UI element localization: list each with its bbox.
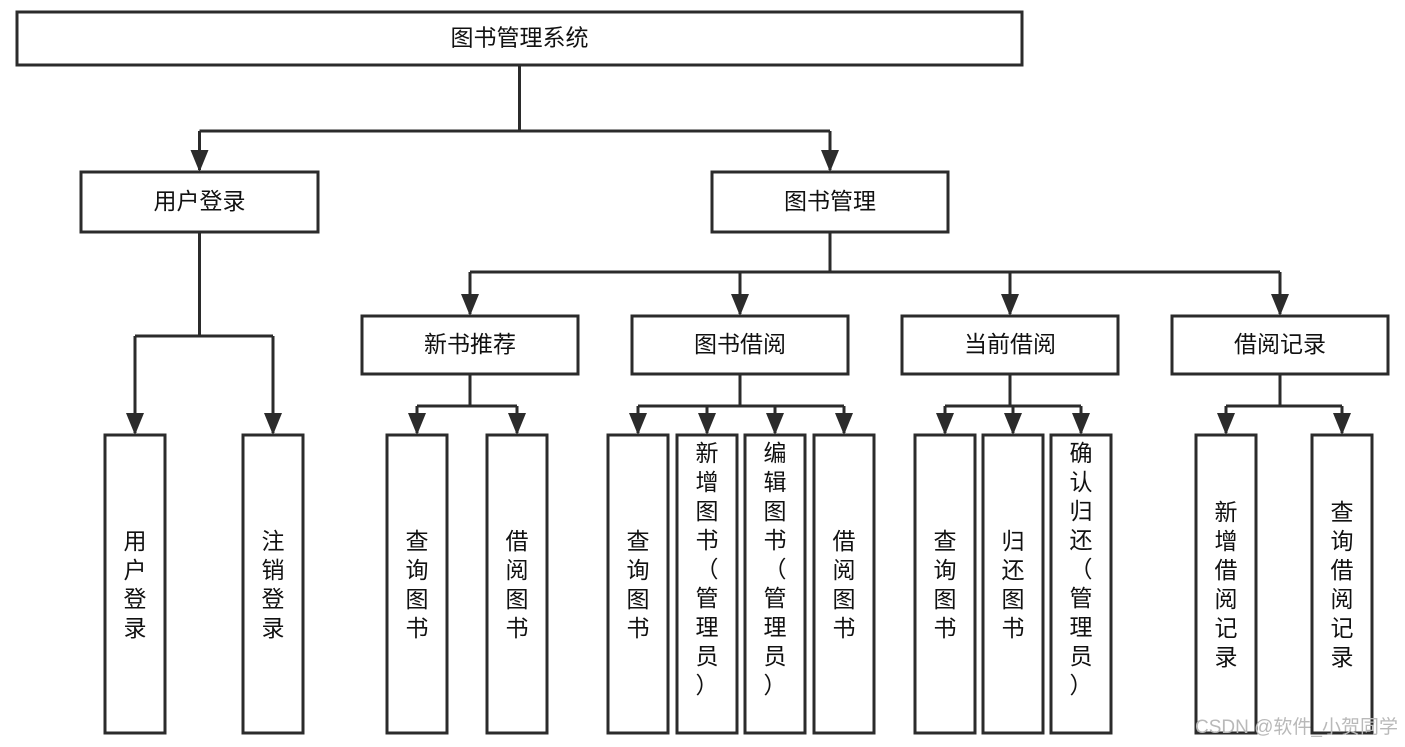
node-user-login[interactable]: 用户登录 — [79, 170, 320, 234]
node-current-borrow-box — [900, 314, 1120, 376]
node-leaf-logout-label: 注销登录 — [262, 528, 285, 641]
node-user-login-box — [79, 170, 320, 234]
arrow-head-icon-level2 — [821, 150, 839, 172]
arrow-head-icon-leaf — [408, 413, 426, 435]
node-book-manage-label: 图书管理 — [784, 188, 876, 214]
node-leaf-query-record-label: 查询借阅记录 — [1331, 499, 1354, 670]
node-borrow-record[interactable]: 借阅记录 — [1170, 314, 1390, 376]
node-leaf-add-record-box — [1194, 433, 1258, 735]
node-layer: 图书管理系统用户登录图书管理新书推荐图书借阅当前借阅借阅记录用户登录注销登录查询… — [15, 10, 1390, 735]
node-leaf-borrow-book-2-label: 借阅图书 — [833, 528, 856, 641]
node-leaf-return-book-box — [981, 433, 1045, 735]
node-leaf-logout[interactable]: 注销登录 — [241, 433, 305, 735]
arrow-head-icon-level3 — [1271, 294, 1289, 316]
node-leaf-query-book-1-label: 查询图书 — [406, 528, 429, 641]
arrow-head-icon-leaf — [264, 413, 282, 435]
node-leaf-query-book-2-label: 查询图书 — [627, 528, 650, 641]
arrow-head-icon-leaf — [1333, 413, 1351, 435]
arrow-head-icon-leaf — [936, 413, 954, 435]
node-current-borrow-label: 当前借阅 — [964, 331, 1056, 357]
node-leaf-logout-box — [241, 433, 305, 735]
node-root-root-box — [15, 10, 1024, 67]
node-book-manage-box — [710, 170, 950, 234]
node-leaf-add-record-label: 新增借阅记录 — [1215, 499, 1238, 670]
node-leaf-confirm-return[interactable]: 确认归还（管理员） — [1049, 433, 1113, 735]
node-leaf-return-book[interactable]: 归还图书 — [981, 433, 1045, 735]
node-book-borrow[interactable]: 图书借阅 — [630, 314, 850, 376]
node-leaf-user-login[interactable]: 用户登录 — [103, 433, 167, 735]
node-leaf-query-book-1-box — [385, 433, 449, 735]
node-leaf-borrow-book-2-box — [812, 433, 876, 735]
arrow-head-icon-leaf — [508, 413, 526, 435]
node-leaf-add-book[interactable]: 新增图书（管理员） — [675, 433, 739, 735]
node-book-borrow-box — [630, 314, 850, 376]
node-new-book-recommend-label: 新书推荐 — [424, 331, 516, 357]
node-leaf-add-book-box — [675, 433, 739, 735]
node-leaf-user-login-box — [103, 433, 167, 735]
node-leaf-query-book-3-box — [913, 433, 977, 735]
arrow-head-icon-leaf — [1004, 413, 1022, 435]
arrow-head-icon-level2 — [190, 150, 209, 172]
node-borrow-record-box — [1170, 314, 1390, 376]
node-leaf-user-login-label: 用户登录 — [124, 528, 147, 641]
arrow-head-icon-leaf — [1217, 413, 1235, 435]
node-leaf-edit-book-box — [743, 433, 807, 735]
node-new-book-recommend-box — [360, 314, 580, 376]
node-leaf-query-record[interactable]: 查询借阅记录 — [1310, 433, 1374, 735]
node-borrow-record-label: 借阅记录 — [1234, 331, 1326, 357]
node-leaf-edit-book-label: 编辑图书（管理员） — [764, 440, 787, 698]
arrow-head-icon-leaf — [629, 413, 647, 435]
connector-layer — [126, 65, 1351, 435]
node-root-root[interactable]: 图书管理系统 — [15, 10, 1024, 67]
arrow-head-icon-leaf — [698, 413, 716, 435]
arrow-head-icon-level3 — [1001, 294, 1019, 316]
node-book-manage[interactable]: 图书管理 — [710, 170, 950, 234]
node-leaf-add-book-label: 新增图书（管理员） — [696, 440, 719, 698]
node-leaf-add-record[interactable]: 新增借阅记录 — [1194, 433, 1258, 735]
node-leaf-confirm-return-label: 确认归还（管理员） — [1070, 440, 1093, 698]
node-user-login-label: 用户登录 — [154, 188, 246, 214]
node-leaf-borrow-book-1-label: 借阅图书 — [506, 528, 529, 641]
node-leaf-query-book-2-box — [606, 433, 670, 735]
csdn-watermark: CSDN @软件_小贺同学 — [1195, 716, 1398, 738]
arrow-head-icon-leaf — [766, 413, 784, 435]
node-leaf-confirm-return-box — [1049, 433, 1113, 735]
node-leaf-query-book-3[interactable]: 查询图书 — [913, 433, 977, 735]
node-root-root-label: 图书管理系统 — [451, 25, 589, 51]
arrow-head-icon-level3 — [731, 294, 749, 316]
arrow-head-icon-level3 — [461, 294, 479, 316]
node-leaf-query-book-1[interactable]: 查询图书 — [385, 433, 449, 735]
node-leaf-borrow-book-1-box — [485, 433, 549, 735]
node-leaf-borrow-book-1[interactable]: 借阅图书 — [485, 433, 549, 735]
node-leaf-return-book-label: 归还图书 — [1002, 528, 1025, 641]
arrow-head-icon-leaf — [1072, 413, 1090, 435]
node-leaf-borrow-book-2[interactable]: 借阅图书 — [812, 433, 876, 735]
arrow-head-icon-leaf — [835, 413, 853, 435]
node-leaf-query-record-box — [1310, 433, 1374, 735]
node-leaf-edit-book[interactable]: 编辑图书（管理员） — [743, 433, 807, 735]
node-leaf-query-book-2[interactable]: 查询图书 — [606, 433, 670, 735]
node-current-borrow[interactable]: 当前借阅 — [900, 314, 1120, 376]
node-leaf-query-book-3-label: 查询图书 — [934, 528, 957, 641]
arrow-head-icon-leaf — [126, 413, 144, 435]
node-new-book-recommend[interactable]: 新书推荐 — [360, 314, 580, 376]
node-book-borrow-label: 图书借阅 — [694, 331, 786, 357]
